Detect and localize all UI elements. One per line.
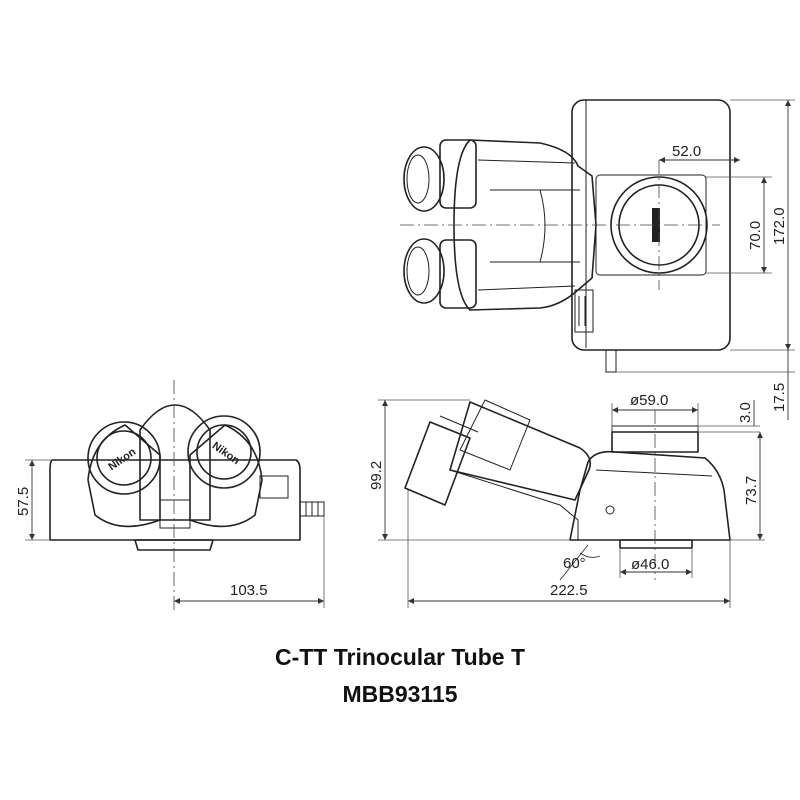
dim-port-top-height: 3.0 [737,402,754,423]
side-view-body [449,401,591,501]
top-view: 52.0 70.0 172.0 17.5 [400,99,795,420]
front-view-tube-left [87,424,161,528]
front-view-housing [49,459,301,541]
front-view-tube-right [189,424,263,528]
front-view-label-plate [259,475,289,499]
side-view: ø59.0 3.0 73.7 99.2 60° ø46.0 [368,392,765,608]
side-view-eyetube [404,421,471,506]
front-view-eyepiece-right [187,415,261,489]
dim-side-body-height: 73.7 [743,476,760,505]
front-view-eyepiece-left [87,421,161,495]
dim-side-length: 222.5 [550,582,588,599]
dim-top-width: 52.0 [672,143,701,160]
front-view-eyepiece-right-inner [196,424,252,480]
side-view-housing [569,450,731,541]
front-view: Nikon Nikon 57.5 103.5 [15,380,325,610]
dim-port-diameter: ø59.0 [630,392,668,409]
front-view-foot [134,539,214,551]
top-view-eyetube-upper [439,139,477,209]
top-view-screw [605,349,617,373]
dim-front-height: 57.5 [15,487,32,516]
top-view-eyetube-lower [439,239,477,309]
logo-right: Nikon [210,440,242,468]
top-view-body [453,139,597,311]
dim-side-total-height: 99.2 [368,461,385,490]
top-view-eyepiece-lower [403,238,445,304]
title-line-2: MBB93115 [342,681,457,707]
dim-front-width: 103.5 [230,582,268,599]
side-view-bottom-mount [619,539,693,549]
top-view-eyepiece-upper [403,146,445,212]
front-view-eyepiece-left-inner [96,430,152,486]
dim-bottom-diameter: ø46.0 [631,556,669,573]
dim-top-port-height: 70.0 [747,221,764,250]
title-line-1: C-TT Trinocular Tube T [275,644,525,670]
top-view-label-plate [574,289,594,333]
front-view-center-body [139,404,211,521]
top-view-port-label-mark [652,208,660,242]
dim-side-offset: 17.5 [771,383,788,412]
dim-angle: 60° [563,555,586,572]
dim-top-total-height: 172.0 [771,207,788,245]
side-view-knob [605,505,615,515]
